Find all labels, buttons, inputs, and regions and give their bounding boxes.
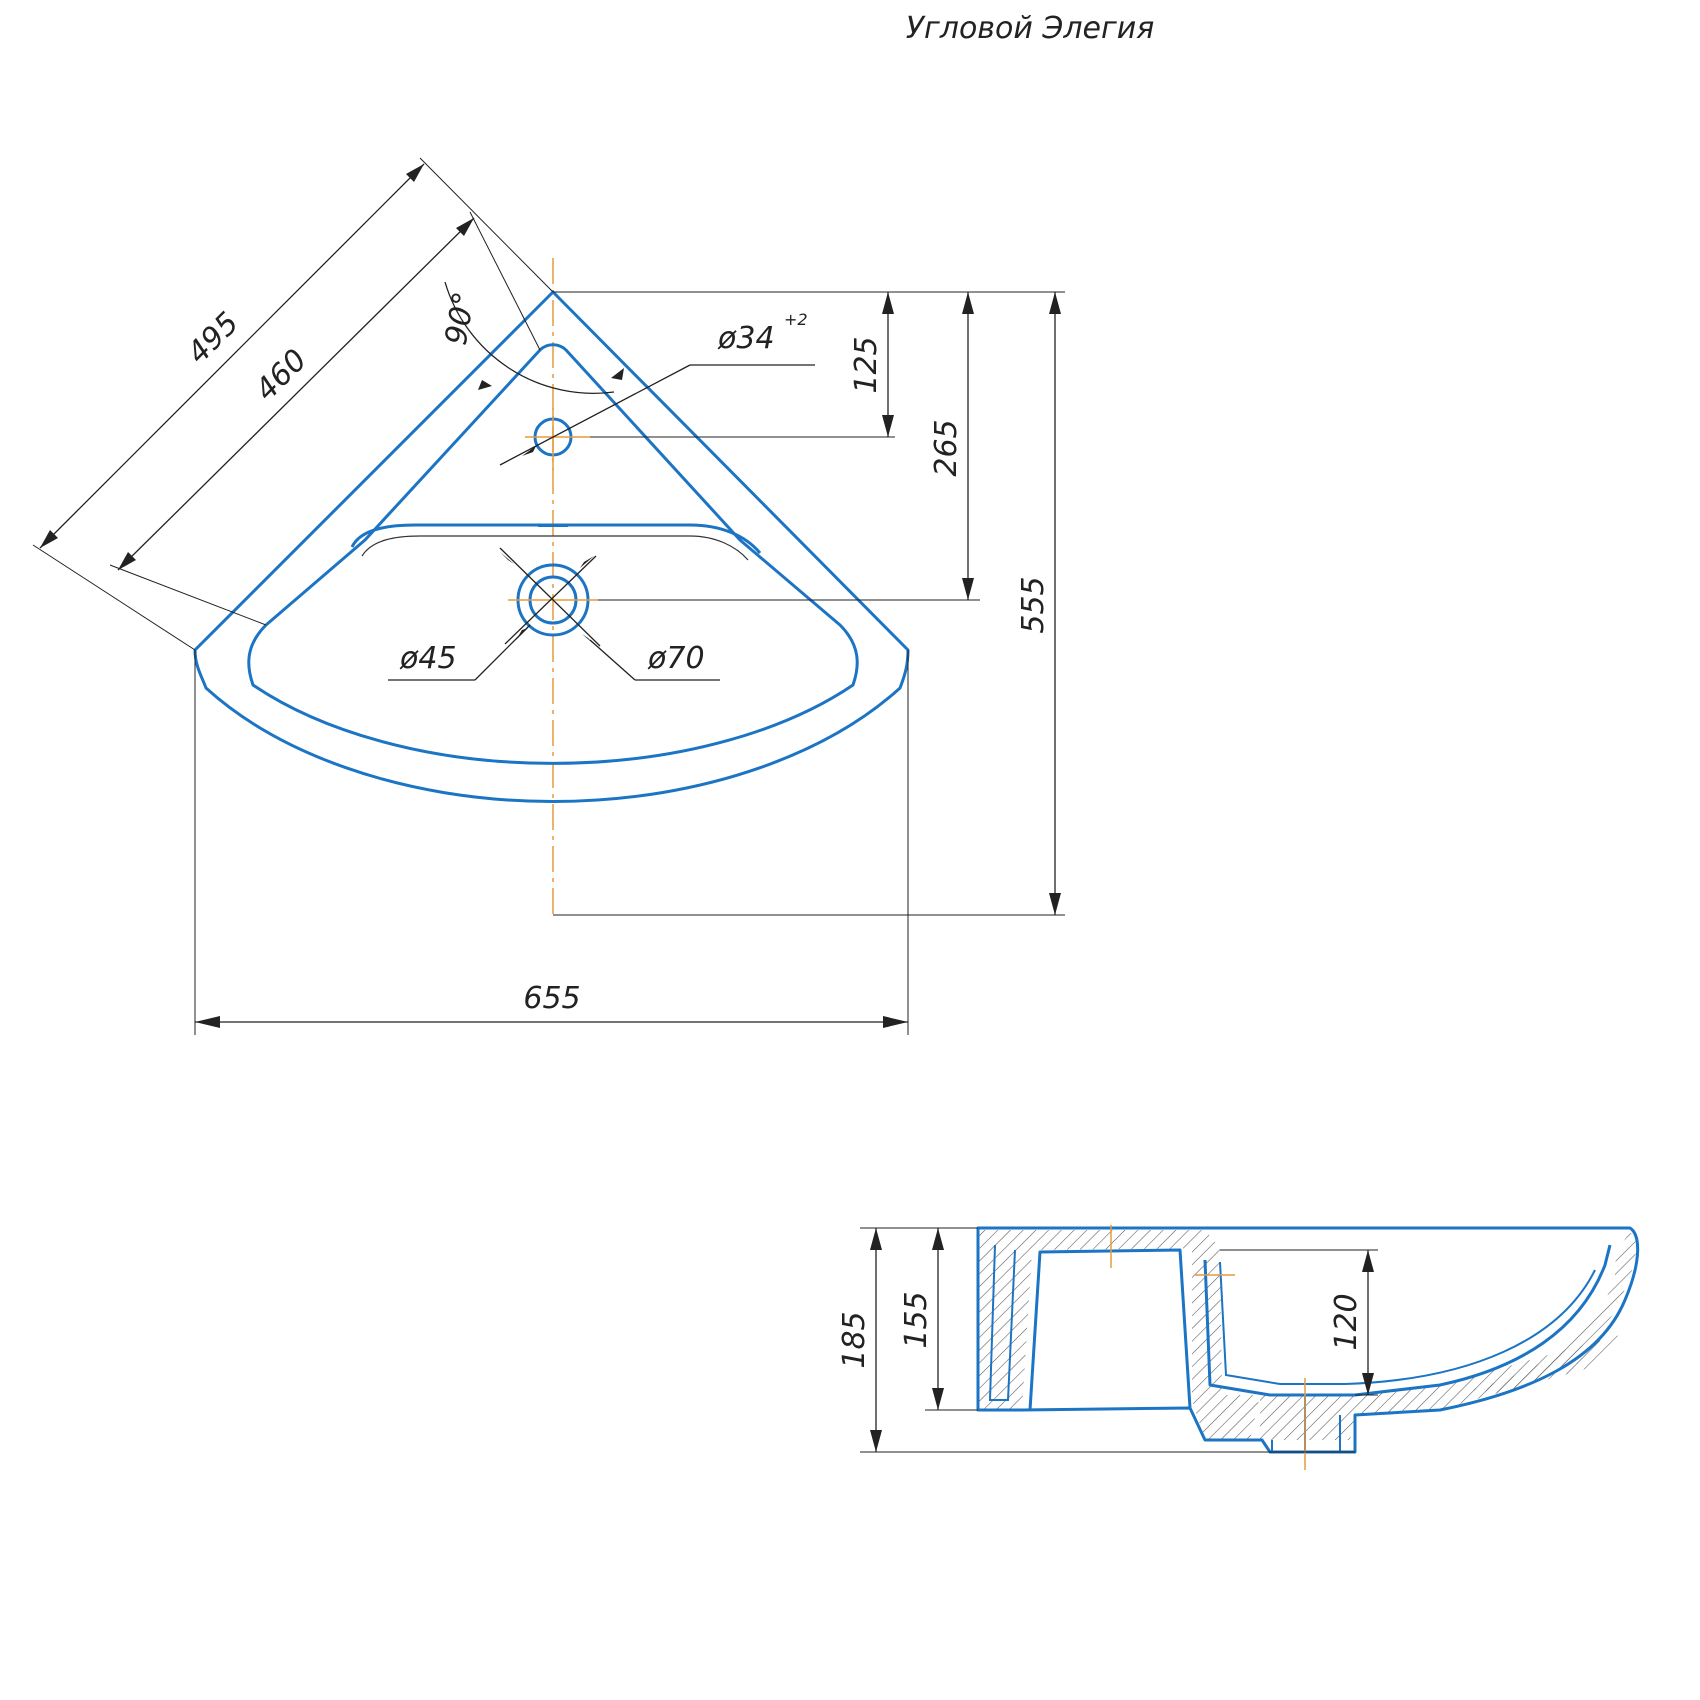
dim-495-label: 495 [181, 306, 246, 371]
basin-inner-rim [247, 343, 859, 765]
ext-495-top [419, 157, 554, 293]
dim-155-arrow-b [932, 1388, 944, 1410]
dim-155-label: 155 [899, 1291, 934, 1348]
dim-555-arrow-a [1049, 292, 1061, 314]
dim-655-arrow-b [883, 1016, 908, 1028]
section-hatch-floor [1260, 1335, 1620, 1440]
dim-120-label: 120 [1329, 1293, 1364, 1350]
leader-drain-diag-a [499, 547, 601, 647]
bowl-deck-shadow [361, 535, 749, 561]
ext-460-top [469, 211, 541, 351]
dim-265-label: 265 [929, 419, 964, 476]
section-hatch-right-wall [1192, 1248, 1260, 1440]
drain-arrow-a [500, 552, 514, 564]
section-bowl-inner-line [1219, 1261, 1596, 1385]
dim-555-arrow-b [1049, 893, 1061, 915]
section-view: 185 155 120 [837, 1225, 1640, 1470]
drain-arrow-d [582, 634, 596, 646]
drain-arrow-b [580, 556, 594, 568]
dim-185-label: 185 [837, 1311, 872, 1368]
bowl-deck-edge [350, 523, 762, 554]
dim-460-arrow-a [118, 552, 136, 570]
section-bowl-surface [1203, 1244, 1612, 1397]
dim-460-label: 460 [249, 343, 314, 408]
ext-495-bottom [32, 544, 196, 651]
leader-70 [589, 639, 636, 681]
drain-arrow-c [516, 628, 528, 640]
dim-120-arrow-b [1362, 1373, 1374, 1395]
dim-555-label: 555 [1016, 576, 1051, 633]
angle-arc [444, 281, 615, 394]
dim-185-arrow-b [870, 1430, 882, 1452]
dim-495-arrow-a [40, 530, 58, 548]
drawing-title: Угловой Элегия [906, 11, 1155, 46]
dim-125-arrow-a [882, 292, 894, 314]
basin-outer-outline [193, 290, 910, 804]
drain-outer-diameter-label: ø70 [647, 641, 705, 676]
dim-655-label: 655 [523, 981, 580, 1016]
dim-185-arrow-a [870, 1228, 882, 1250]
section-inner-cavity [1028, 1248, 1192, 1411]
plan-view: 90° 495 460 ø34 +2 125 265 [32, 157, 1065, 1035]
leader-tap-hole [499, 364, 691, 466]
leader-tap-arrow [522, 446, 536, 456]
dim-line-460 [117, 217, 475, 571]
leader-drain-diag-b [504, 555, 597, 645]
dim-line-495 [39, 163, 425, 549]
dim-125-arrow-b [882, 415, 894, 437]
section-hatch-curved-rim [1470, 1232, 1636, 1393]
dim-265-arrow-b [962, 578, 974, 600]
dim-155-arrow-a [932, 1228, 944, 1250]
dim-460-arrow-b [456, 218, 474, 236]
dim-495-arrow-b [406, 164, 424, 182]
tap-hole-tolerance-label: +2 [784, 310, 808, 329]
dim-125-label: 125 [849, 336, 884, 393]
angle-arrow-left [478, 380, 492, 390]
ext-460-bottom [109, 564, 267, 626]
dim-265-arrow-a [962, 292, 974, 314]
drain-inner-diameter-label: ø45 [399, 641, 457, 676]
dim-120-arrow-a [1362, 1250, 1374, 1272]
section-left-inner-wall [988, 1244, 1016, 1401]
tap-hole-diameter-label: ø34 [717, 321, 775, 356]
dim-655-arrow-a [195, 1016, 220, 1028]
angle-arrow-right [611, 368, 624, 380]
